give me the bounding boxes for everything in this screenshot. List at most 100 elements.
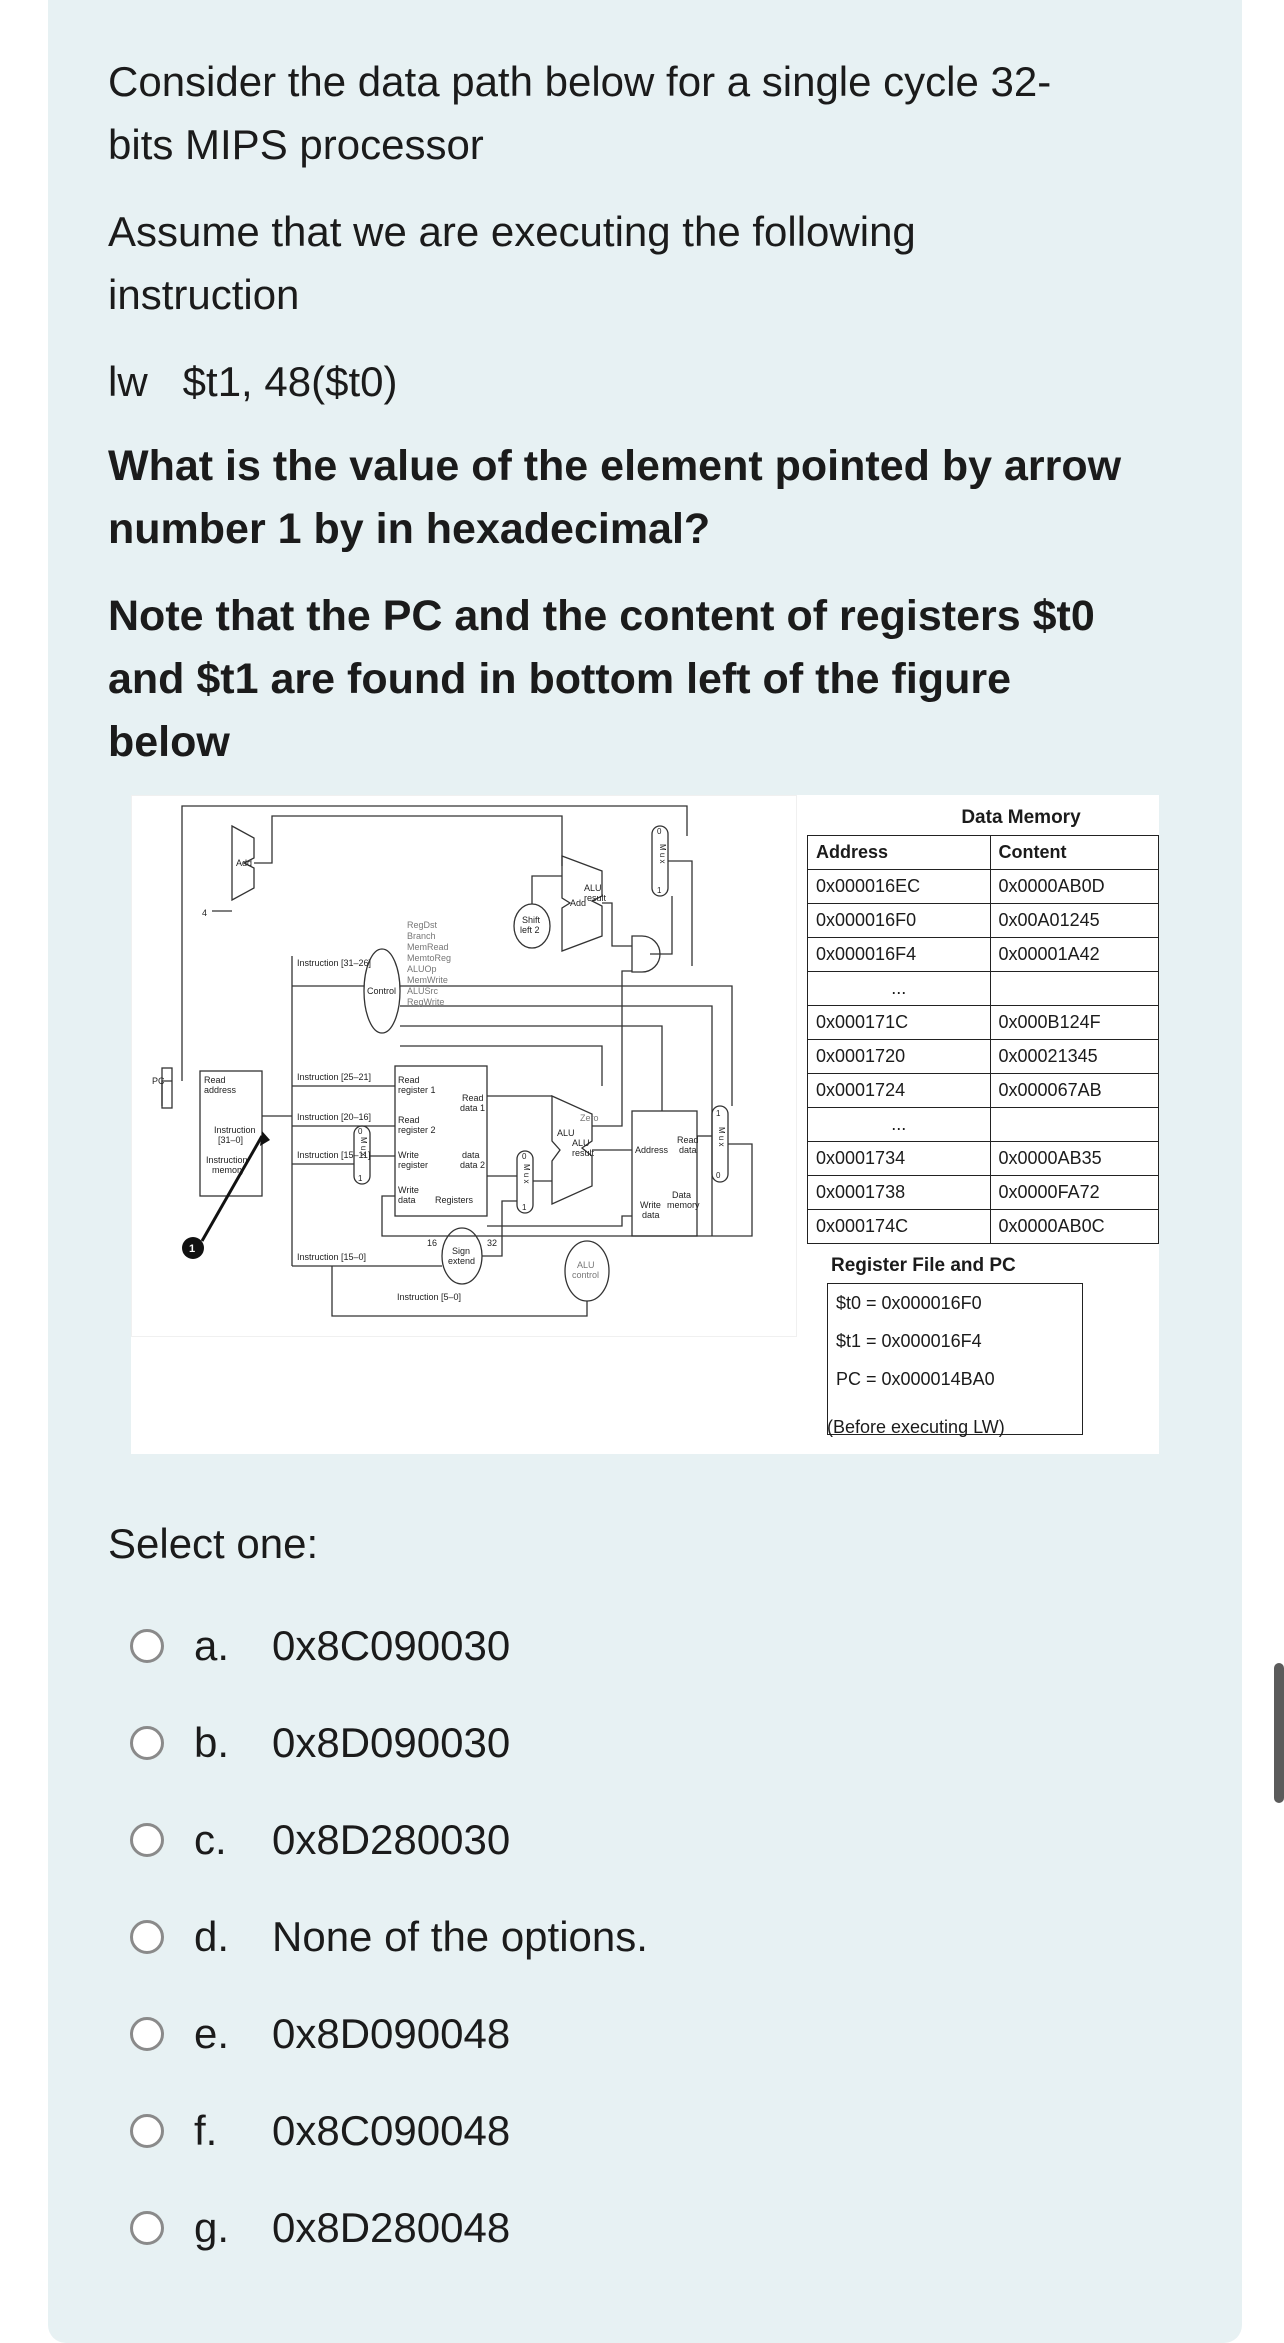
read-reg2-label: Read xyxy=(398,1115,420,1125)
registers-label: Registers xyxy=(435,1195,474,1205)
content-cell xyxy=(989,971,1160,1006)
read-data1b-label: data 1 xyxy=(460,1103,485,1113)
sixteen-label: 16 xyxy=(427,1238,437,1248)
address-cell: 0x000016EC xyxy=(807,869,991,904)
content-cell: 0x000067AB xyxy=(989,1073,1160,1108)
register-file-note: (Before executing LW) xyxy=(827,1417,1005,1437)
radio-circle-icon[interactable] xyxy=(130,1726,164,1760)
assume-line-1: Assume that we are executing the followi… xyxy=(108,208,916,255)
instr-31-26: Instruction [31–26] xyxy=(297,958,371,968)
aluop-label: ALUOp xyxy=(407,964,437,974)
option-b[interactable]: b. 0x8D090030 xyxy=(130,1713,510,1773)
content-cell: 0x00021345 xyxy=(989,1039,1160,1074)
alu-res-label: ALU xyxy=(572,1138,590,1148)
reg-mux-zero: 0 xyxy=(358,1127,363,1136)
read-reg1b-label: register 1 xyxy=(398,1085,436,1095)
content-cell: 0x0000AB0C xyxy=(989,1209,1160,1244)
regwrite-label: RegWrite xyxy=(407,997,444,1007)
shift-label: Shift xyxy=(522,915,541,925)
top-mux-zero: 0 xyxy=(657,827,662,836)
sign-extend-label-2: extend xyxy=(448,1256,475,1266)
option-text: 0x8D280030 xyxy=(272,1816,511,1863)
option-letter: a. xyxy=(194,1622,230,1669)
final-mux-letters: M u x xyxy=(717,1127,726,1147)
radio-circle-icon[interactable] xyxy=(130,2017,164,2051)
option-text: None of the options. xyxy=(272,1913,648,1960)
instr-15-0: Instruction [15–0] xyxy=(297,1252,366,1262)
option-c[interactable]: c. 0x8D280030 xyxy=(130,1810,510,1870)
content-header: Content xyxy=(989,835,1160,870)
address-label: Address xyxy=(635,1145,669,1155)
radio-circle-icon[interactable] xyxy=(130,2211,164,2245)
option-letter: c. xyxy=(194,1816,227,1863)
option-text: 0x8D090048 xyxy=(272,2010,511,2057)
reg-mux-letters: M u x xyxy=(359,1137,368,1157)
instr-5-0: Instruction [5–0] xyxy=(397,1292,461,1302)
option-g[interactable]: g. 0x8D280048 xyxy=(130,2198,510,2258)
option-letter: f. xyxy=(194,2107,218,2154)
address-cell: 0x000171C xyxy=(807,1005,991,1040)
table-row: ... xyxy=(807,1107,1160,1142)
scrollbar-thumb[interactable] xyxy=(1274,1663,1284,1803)
thirtytwo-label: 32 xyxy=(487,1238,497,1248)
radio-circle-icon[interactable] xyxy=(130,1823,164,1857)
option-text: 0x8D280048 xyxy=(272,2204,511,2251)
final-mux-zero: 0 xyxy=(716,1171,721,1180)
content-cell: 0x0000AB0D xyxy=(989,869,1160,904)
option-letter: d. xyxy=(194,1913,230,1960)
write-data-label: Write xyxy=(398,1185,419,1195)
register-file-title: Register File and PC xyxy=(831,1255,1016,1276)
note-line-1: Note that the PC and the content of regi… xyxy=(108,592,1095,640)
option-d[interactable]: d. None of the options. xyxy=(130,1907,648,1967)
radio-circle-icon[interactable] xyxy=(130,2114,164,2148)
read-reg1-label: Read xyxy=(398,1075,420,1085)
read-data1-label: Read xyxy=(462,1093,484,1103)
add-alu-result-2: result xyxy=(584,893,607,903)
pc-label: PC xyxy=(152,1076,165,1086)
read-address-label-2: address xyxy=(204,1085,237,1095)
memread-label: MemRead xyxy=(407,942,449,952)
alu-control-label-2: control xyxy=(572,1270,599,1280)
option-f[interactable]: f. 0x8C090048 xyxy=(130,2101,510,2161)
radio-circle-icon[interactable] xyxy=(130,1629,164,1663)
radio-circle-icon[interactable] xyxy=(130,1920,164,1954)
select-one-label: Select one: xyxy=(108,1520,319,1567)
address-cell: 0x000016F4 xyxy=(807,937,991,972)
option-a[interactable]: a. 0x8C090030 xyxy=(130,1616,510,1676)
address-cell: 0x0001738 xyxy=(807,1175,991,1210)
read-data2b-label: data 2 xyxy=(460,1160,485,1170)
imem-label-2: memory xyxy=(212,1165,245,1175)
address-cell: 0x000016F0 xyxy=(807,903,991,938)
top-mux-one: 1 xyxy=(657,886,662,895)
address-cell: 0x0001724 xyxy=(807,1073,991,1108)
option-e[interactable]: e. 0x8D090048 xyxy=(130,2004,510,2064)
data-memory-title: Data Memory xyxy=(961,807,1081,828)
table-row: ... xyxy=(807,971,1160,1006)
note-line-2: and $t1 are found in bottom left of the … xyxy=(108,655,1011,703)
option-letter: g. xyxy=(194,2204,230,2251)
intro-line-2: bits MIPS processor xyxy=(108,121,484,168)
content-cell xyxy=(989,1107,1160,1142)
datapath-svg: Add 4 Shift left 2 Add ALU result Contro… xyxy=(152,805,753,1317)
add-alu-label: Add xyxy=(570,898,586,908)
final-mux-one: 1 xyxy=(716,1109,721,1118)
read-reg2b-label: register 2 xyxy=(398,1125,436,1135)
option-text: 0x8D090030 xyxy=(272,1719,511,1766)
alu-res-label-2: result xyxy=(572,1148,595,1158)
instr-20-16: Instruction [20–16] xyxy=(297,1112,371,1122)
read-data2-label: data xyxy=(462,1150,480,1160)
address-cell: ... xyxy=(807,971,991,1006)
alusrc-mux-zero: 0 xyxy=(522,1152,527,1161)
address-cell: 0x0001734 xyxy=(807,1141,991,1176)
sign-extend-label: Sign xyxy=(452,1246,470,1256)
register-file-box: $t0 = 0x000016F0 $t1 = 0x000016F4 PC = 0… xyxy=(827,1283,1083,1435)
reg-mux-one: 1 xyxy=(358,1174,363,1183)
top-mux-letters: M u x xyxy=(658,844,667,864)
